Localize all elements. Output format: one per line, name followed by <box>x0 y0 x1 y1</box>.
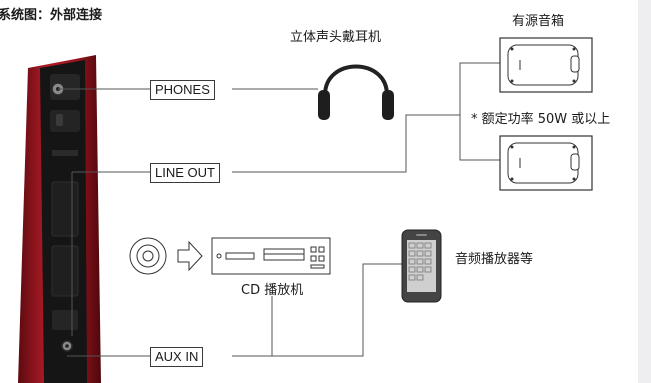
headphones-icon <box>318 64 394 120</box>
connection-lines <box>58 62 500 357</box>
speakers-label: 有源音箱 <box>512 14 565 29</box>
diagram-title: 连接系统图：外部连接 <box>0 8 103 23</box>
cd-player-label: CD 播放机 <box>241 283 304 298</box>
phones-port-label: PHONES <box>150 80 215 100</box>
instrument-body <box>18 55 101 383</box>
speaker-icon-2 <box>499 135 593 191</box>
line-out-port-label: LINE OUT <box>150 163 220 183</box>
audio-player-icon <box>401 229 442 303</box>
speaker-icon-1 <box>499 37 593 93</box>
headphones-label: 立体声头戴耳机 <box>290 30 382 45</box>
cd-player-icon <box>211 237 331 275</box>
speaker-power-note: * 额定功率 50W 或以上 <box>471 112 611 127</box>
aux-in-port-label: AUX IN <box>150 347 204 367</box>
arrow-right-icon <box>177 240 203 272</box>
cd-disc-icon <box>129 237 167 275</box>
side-strip <box>638 0 651 383</box>
audio-player-label: 音频播放器等 <box>455 252 534 267</box>
